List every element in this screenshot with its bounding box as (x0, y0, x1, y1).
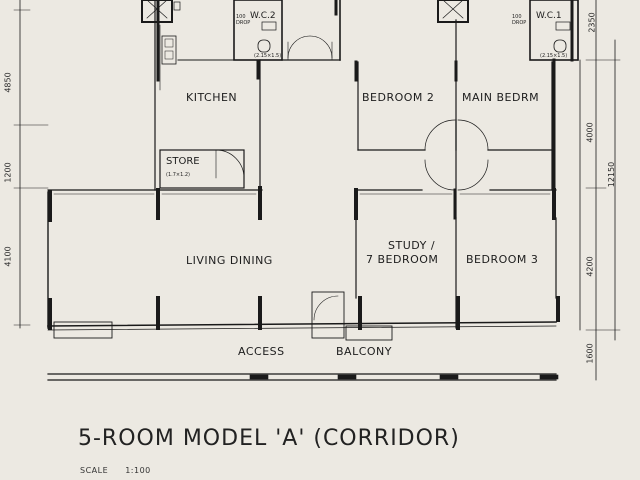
label-bedroom-3: BEDROOM 3 (466, 253, 539, 266)
dimension-right-1: 2350 (587, 12, 597, 33)
dimension-right-3: 12150 (607, 161, 617, 188)
label-main-bedroom: MAIN BEDRM (462, 91, 540, 104)
label-wc-left-size: (2.15×1.5) (254, 53, 282, 59)
dimension-right-5: 1600 (585, 343, 595, 364)
label-study-line2: 7 BEDROOM (366, 253, 439, 266)
dimension-left-1: 4850 (3, 72, 13, 93)
label-balcony: BALCONY (336, 345, 392, 358)
scale-note: SCALE 1:100 (80, 466, 165, 475)
scale-label: SCALE (80, 466, 109, 475)
dimension-left-2: 1200 (3, 162, 13, 183)
label-wc-right: W.C.1 (536, 11, 562, 21)
label-wc-right-note: 100 DROP (512, 14, 527, 26)
label-living-dining: LIVING DINING (186, 254, 273, 267)
label-kitchen: KITCHEN (186, 91, 238, 104)
label-store-size: (1.7×1.2) (166, 172, 190, 178)
label-wc-left: W.C.2 (250, 11, 276, 21)
label-access: ACCESS (238, 345, 285, 358)
plan-title: 5-ROOM MODEL 'A' (CORRIDOR) (78, 426, 460, 451)
label-store: STORE (166, 156, 200, 167)
dimension-left-3: 4100 (3, 246, 13, 267)
scale-value: 1:100 (125, 466, 151, 475)
dimension-right-4: 4200 (585, 256, 595, 277)
label-bedroom-2: BEDROOM 2 (362, 91, 435, 104)
label-wc-right-size: (2.15×1.5) (540, 53, 568, 59)
dimension-right-2: 4000 (585, 122, 595, 143)
label-wc-left-note: 100 DROP (236, 14, 251, 26)
label-study-line1: STUDY / (388, 239, 436, 252)
